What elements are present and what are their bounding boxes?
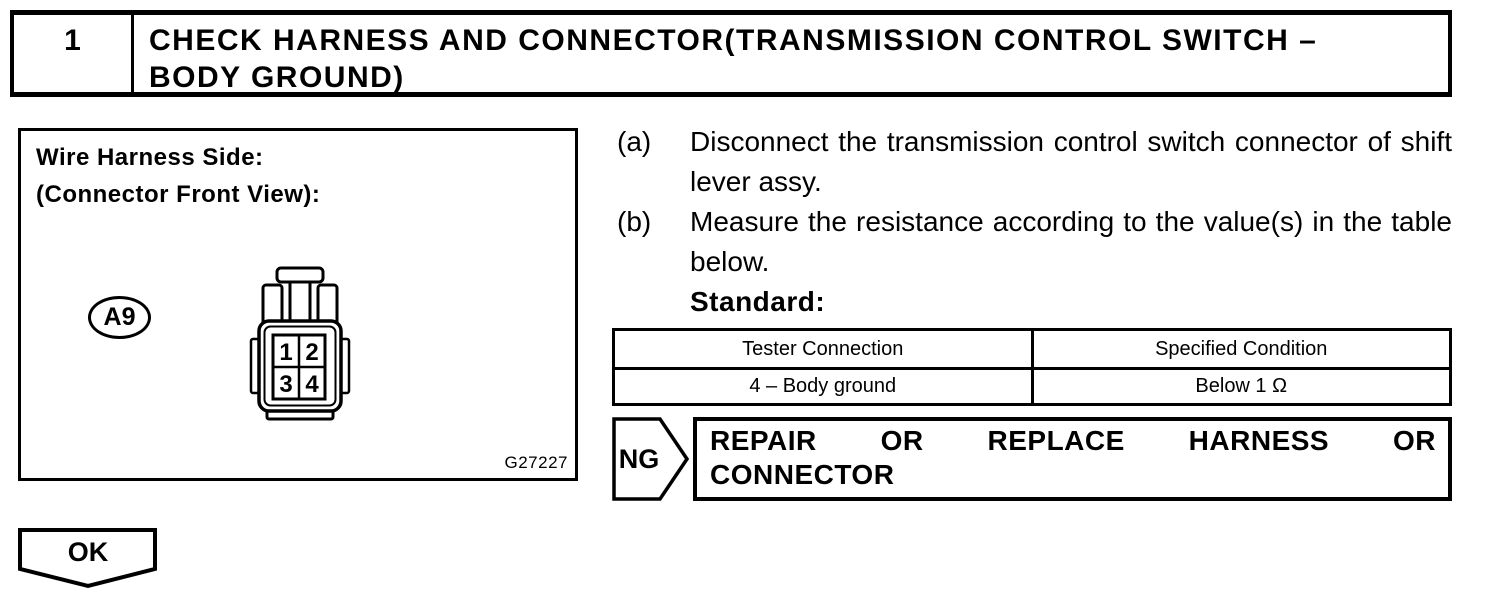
connector-top-tab bbox=[275, 266, 325, 284]
figure-caption: Wire Harness Side: (Connector Front View… bbox=[36, 139, 320, 213]
instruction-text: Disconnect the transmission control swit… bbox=[690, 126, 1452, 197]
spec-table-header-row: Tester Connection Specified Condition bbox=[612, 328, 1452, 370]
spec-table-header-tester-connection: Tester Connection bbox=[612, 328, 1034, 370]
pin-4: 4 bbox=[305, 371, 319, 398]
ng-action-line1: REPAIR OR REPLACE HARNESS OR bbox=[710, 425, 1436, 456]
connector-id-badge: A9 bbox=[88, 296, 151, 339]
ng-arrow-shape bbox=[612, 417, 690, 501]
instruction-label: (b) bbox=[617, 206, 652, 237]
ok-badge-shape bbox=[18, 528, 157, 589]
pin-2: 2 bbox=[305, 339, 318, 366]
ng-action-line2: CONNECTOR bbox=[710, 459, 895, 490]
standard-label: Standard: bbox=[690, 286, 826, 317]
ok-label: OK bbox=[68, 537, 109, 567]
ng-branch: NG REPAIR OR REPLACE HARNESS OR CONNECTO… bbox=[612, 417, 1452, 501]
ng-action-box: REPAIR OR REPLACE HARNESS OR CONNECTOR bbox=[693, 417, 1452, 501]
figure-caption-line2: (Connector Front View): bbox=[36, 181, 321, 208]
spec-table-cell-specified-condition: Below 1 Ω bbox=[1030, 367, 1452, 406]
spec-table-cell-tester-connection: 4 – Body ground bbox=[612, 367, 1034, 406]
spec-table-row: 4 – Body ground Below 1 Ω bbox=[612, 367, 1452, 406]
instruction-step-a: (a) Disconnect the transmission control … bbox=[612, 122, 1452, 202]
pin-1: 1 bbox=[279, 339, 292, 366]
step-title-line1: CHECK HARNESS AND CONNECTOR(TRANSMISSION… bbox=[149, 24, 1318, 57]
figure-code: G27227 bbox=[504, 453, 568, 472]
instruction-step-b: (b) Measure the resistance according to … bbox=[612, 202, 1452, 282]
procedure-column: (a) Disconnect the transmission control … bbox=[612, 122, 1452, 501]
connector-id-label: A9 bbox=[103, 303, 136, 331]
ng-arrow-icon: NG bbox=[612, 417, 690, 501]
step-title-line2: BODY GROUND) bbox=[149, 61, 405, 94]
ok-badge: OK bbox=[18, 528, 157, 589]
step-number: 1 bbox=[14, 15, 134, 92]
figure-box: Wire Harness Side: (Connector Front View… bbox=[18, 128, 578, 481]
pin-3: 3 bbox=[279, 371, 292, 398]
instruction-text: Measure the resistance according to the … bbox=[690, 206, 1452, 277]
ng-label: NG bbox=[619, 444, 660, 474]
figure-caption-line1: Wire Harness Side: bbox=[36, 144, 264, 171]
spec-table: Tester Connection Specified Condition 4 … bbox=[612, 328, 1452, 406]
instruction-label: (a) bbox=[617, 126, 652, 157]
connector-diagram: 1 2 3 4 bbox=[249, 266, 351, 421]
step-title: CHECK HARNESS AND CONNECTOR(TRANSMISSION… bbox=[134, 15, 1448, 94]
spec-table-header-specified-condition: Specified Condition bbox=[1030, 328, 1452, 370]
step-header: 1 CHECK HARNESS AND CONNECTOR(TRANSMISSI… bbox=[10, 10, 1452, 97]
